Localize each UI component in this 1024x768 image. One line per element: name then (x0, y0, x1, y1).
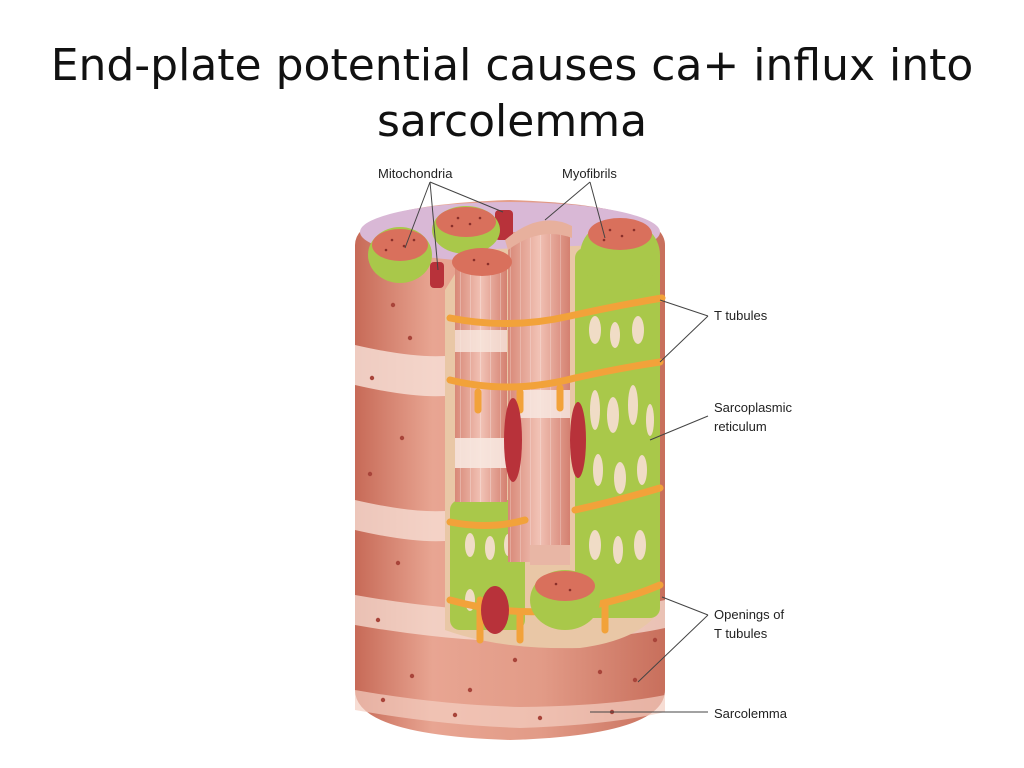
label-mitochondria: Mitochondria (378, 166, 453, 181)
title-line-2: sarcolemma (376, 96, 648, 147)
title-line-1: End-plate potential causes ca+ influx in… (50, 40, 974, 91)
mitochondria-leader (404, 181, 504, 271)
label-openings-line2: T tubules (714, 626, 768, 641)
label-leaders (404, 181, 709, 713)
interior-cutaway (430, 210, 666, 649)
label-openings-line1: Openings of (714, 607, 784, 622)
myofibril-ends (368, 206, 660, 630)
label-sarcolemma: Sarcolemma (714, 706, 788, 721)
openings-leader (637, 596, 709, 683)
slide-title: End-plate potential causes ca+ influx in… (0, 38, 1024, 150)
myofibril-segment (530, 545, 570, 565)
label-sarcoplasmic-line2: reticulum (714, 419, 767, 434)
sarcoplasmic-reticulum-leader (649, 415, 709, 441)
mitochondria (430, 210, 586, 634)
label-myofibrils: Myofibrils (562, 166, 617, 181)
myofibrils-leader (544, 181, 606, 239)
t-tubules-leader (659, 299, 709, 363)
label-sarcoplasmic-line1: Sarcoplasmic (714, 400, 793, 415)
label-t-tubules: T tubules (714, 308, 768, 323)
